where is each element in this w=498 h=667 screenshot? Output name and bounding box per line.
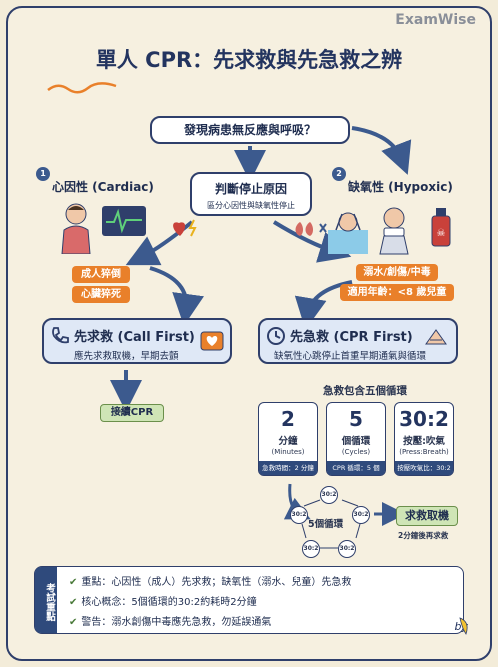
page-title: 單人 CPR：先求救與先急救之辨 bbox=[95, 48, 403, 72]
call-first-desc: 應先求救取機，早期去顫 bbox=[74, 351, 179, 362]
heart-lightning-icon bbox=[173, 219, 197, 237]
aed-icon bbox=[200, 331, 224, 351]
exam-point-3-text: 警告：溺水創傷中毒應先急救，勿延誤通氣 bbox=[81, 617, 272, 628]
category-cardiac: 心因性 (Cardiac) bbox=[52, 180, 154, 194]
check-icon: ✔ bbox=[69, 577, 78, 588]
exam-point-1: ✔重點：心因性（成人）先求救；缺氧性（溺水、兒童）先急救 bbox=[69, 573, 351, 588]
minutes-value: 2 bbox=[281, 407, 295, 431]
judge-title: 判斷停止原因 bbox=[214, 182, 287, 196]
cpr-first-title: 先急救 (CPR First) bbox=[290, 330, 413, 345]
phone-icon bbox=[52, 327, 69, 344]
cycle-node-5: 30:2 bbox=[338, 540, 356, 558]
judge-box: 判斷停止原因 區分心因性與缺氧性停止 bbox=[190, 172, 312, 216]
tag-drowning-trauma-poison: 溺水/創傷/中毒 bbox=[356, 264, 438, 281]
tag-age-under-8: 適用年齡：<8 歲兒童 bbox=[340, 284, 454, 301]
hypoxic-causes-icon: ☠ bbox=[328, 207, 451, 255]
ratio-foot: 按壓吹氣比：30:2 bbox=[395, 461, 453, 475]
cycles-card: 5 個循環 (Cycles) CPR 循環：5 個 bbox=[326, 402, 386, 476]
category-number-cardiac: 1 bbox=[36, 167, 50, 181]
minutes-foot: 急救時間：2 分鐘 bbox=[259, 461, 317, 475]
category-number-hypoxic: 2 bbox=[332, 167, 346, 181]
exam-points-box: 考試重點 ✔重點：心因性（成人）先求救；缺氧性（溺水、兒童）先急救 ✔核心概念：… bbox=[34, 566, 464, 634]
exam-point-3: ✔警告：溺水創傷中毒應先急救，勿延誤通氣 bbox=[69, 613, 271, 628]
cycles-value: 5 bbox=[349, 407, 363, 431]
brand-logo: ExamWise bbox=[395, 12, 476, 28]
call-after-2min-note: 2分鐘後再求救 bbox=[398, 531, 449, 540]
tag-sudden-cardiac-death: 心臟猝死 bbox=[72, 286, 130, 303]
cycle-node-3: 30:2 bbox=[352, 506, 370, 524]
ratio-sub: (Press:Breath) bbox=[399, 448, 449, 456]
call-aed-box: 求救取機 bbox=[396, 506, 458, 526]
exam-point-2: ✔核心概念：5個循環的30:2約耗時2分鐘 bbox=[69, 593, 257, 608]
judge-subtitle: 區分心因性與缺氧性停止 bbox=[207, 201, 295, 210]
category-hypoxic: 缺氧性 (Hypoxic) bbox=[348, 180, 453, 194]
cycles-foot: CPR 循環：5 個 bbox=[327, 461, 385, 475]
cycles-label: 個循環 bbox=[341, 436, 371, 447]
banana-icon bbox=[459, 617, 468, 635]
title-squiggle bbox=[47, 82, 117, 94]
lungs-icon bbox=[295, 222, 327, 236]
minutes-sub: (Minutes) bbox=[271, 448, 305, 456]
cycle-node-4: 30:2 bbox=[302, 540, 320, 558]
cycle-node-1: 30:2 bbox=[320, 486, 338, 504]
clock-icon bbox=[267, 327, 285, 345]
cpr-first-box: 先急救 (CPR First) 缺氧性心跳停止首重早期通氣與循環 bbox=[258, 318, 458, 364]
tag-adult-collapse: 成人猝倒 bbox=[72, 266, 130, 283]
minutes-card: 2 分鐘 (Minutes) 急救時間：2 分鐘 bbox=[258, 402, 318, 476]
cycle-node-2: 30:2 bbox=[290, 506, 308, 524]
ratio-value: 30:2 bbox=[399, 407, 449, 431]
question-box: 發現病患無反應與呼吸？ bbox=[150, 116, 350, 144]
minutes-label: 分鐘 bbox=[278, 436, 298, 447]
ratio-card: 30:2 按壓:吹氣 (Press:Breath) 按壓吹氣比：30:2 bbox=[394, 402, 454, 476]
svg-text:☠: ☠ bbox=[437, 228, 446, 239]
cpr-hands-icon bbox=[425, 329, 447, 345]
cycles-sub: (Cycles) bbox=[341, 448, 371, 456]
call-first-title: 先求救 (Call First) bbox=[74, 330, 195, 345]
exam-point-1-text: 重點：心因性（成人）先求救；缺氧性（溺水、兒童）先急救 bbox=[81, 577, 352, 588]
continue-cpr-box: 接續CPR bbox=[100, 404, 164, 422]
check-icon: ✔ bbox=[69, 597, 78, 608]
exam-point-2-text: 核心概念：5個循環的30:2約耗時2分鐘 bbox=[81, 597, 257, 608]
five-cycles-label: 5個循環 bbox=[308, 519, 344, 530]
check-icon: ✔ bbox=[69, 617, 78, 628]
cpr-first-desc: 缺氧性心跳停止首重早期通氣與循環 bbox=[274, 351, 427, 362]
cycles-heading: 急救包含五個循環 bbox=[323, 385, 407, 397]
call-first-box: 先求救 (Call First) 應先求救取機，早期去顫 bbox=[42, 318, 232, 364]
cardiac-patient-icon bbox=[61, 203, 146, 254]
exam-points-tab: 考試重點 bbox=[35, 567, 57, 633]
ratio-label: 按壓:吹氣 bbox=[403, 436, 445, 447]
